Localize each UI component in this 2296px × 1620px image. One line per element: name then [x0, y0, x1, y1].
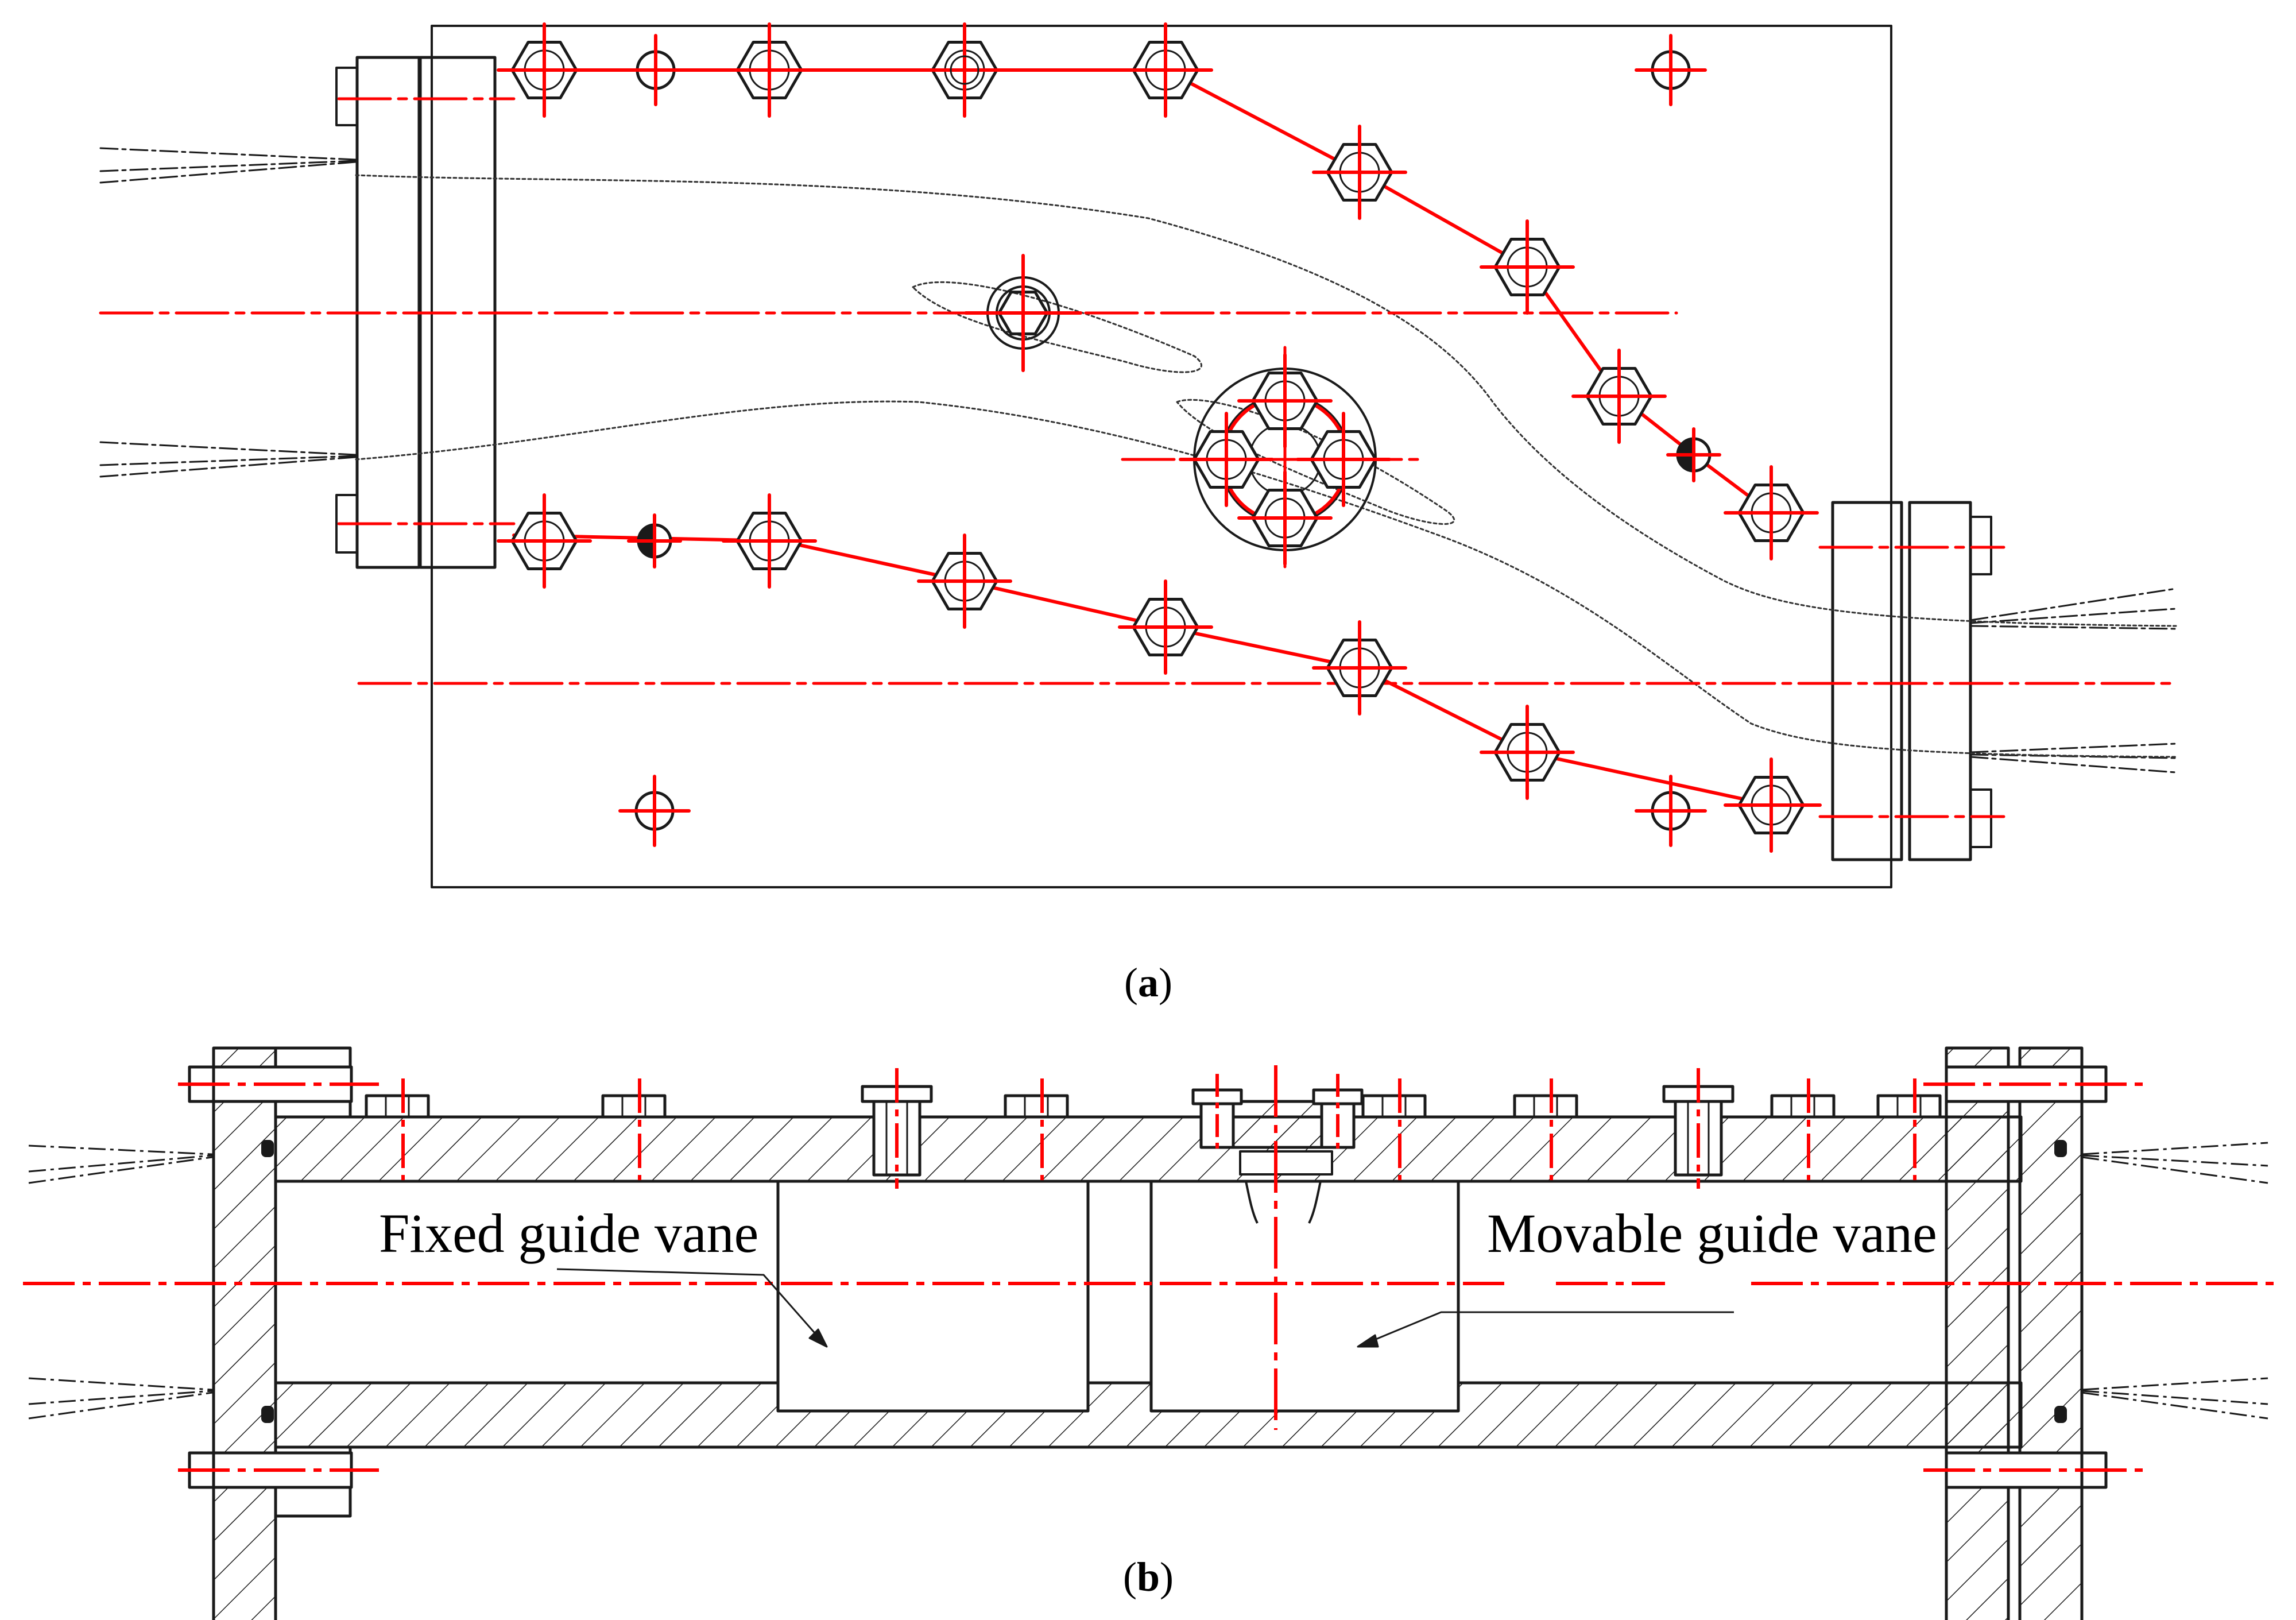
hex-bolt: [917, 22, 1012, 118]
hex-bolt: [1237, 470, 1333, 566]
cap-bolt: [1004, 1078, 1069, 1180]
hex-nut-fixed-vane: [964, 254, 1082, 372]
pipe-lines: [99, 147, 2177, 774]
hex-bolt: [1724, 757, 1819, 853]
pipe-lines-b: [28, 1142, 2268, 1420]
cap-bolt: [1513, 1078, 1578, 1180]
cap-bolt: [1361, 1078, 1427, 1180]
hex-bolt: [1237, 353, 1333, 449]
right-flange-inner: [1831, 501, 1903, 861]
right-flange-outer: [1908, 501, 1972, 861]
left-bolt-head-top: [335, 67, 358, 126]
top-bolt-group: [365, 1068, 1942, 1189]
hex-bolt: [1480, 219, 1575, 315]
cap-bolt: [1876, 1078, 1942, 1180]
cap-screw: [1312, 1074, 1364, 1154]
right-bolt-head-top: [1969, 516, 1992, 575]
cap-bolt: [1770, 1078, 1836, 1180]
dowel-pin: [627, 513, 682, 569]
panel-a-plan-view: [99, 22, 2178, 888]
hex-bolt: [497, 493, 592, 589]
hex-bolt: [1296, 412, 1391, 507]
movable-guide-vane-label: Movable guide vane: [1487, 1203, 1937, 1264]
hex-bolt: [1179, 412, 1274, 507]
hex-bolt: [1118, 579, 1213, 675]
centerlines-b: [23, 1065, 2274, 1472]
cap-bolt: [365, 1078, 430, 1180]
fixed-guide-vane-label: Fixed guide vane: [379, 1203, 758, 1264]
hex-bolt-group: [497, 22, 1819, 853]
top-wall: [274, 1115, 2023, 1183]
bolt-path-lines: [512, 68, 1822, 807]
round-hole: [620, 34, 692, 106]
panel-b-section-view: Fixed guide vane Movable guide vane: [23, 1046, 2274, 1620]
hex-bolt: [917, 533, 1012, 629]
hex-bolt: [1724, 465, 1819, 560]
centerlines-a: [99, 97, 2178, 818]
hex-bolt: [722, 493, 817, 589]
round-hole: [618, 775, 691, 847]
shaft-seat: [1239, 1150, 1333, 1176]
cap-screw: [1191, 1074, 1243, 1154]
dowel-pin: [1666, 427, 1721, 482]
fixed-guide-vane-block: [776, 1180, 1090, 1413]
movable-guide-vane-block: [1149, 1180, 1460, 1413]
right-bolt-head-bottom: [1969, 788, 1992, 848]
round-hole: [1635, 775, 1707, 847]
long-bolt: [861, 1068, 933, 1189]
hex-bolt: [1312, 620, 1407, 716]
hex-bolt: [722, 22, 817, 118]
hex-bolt: [1480, 705, 1575, 800]
cap-bolt: [601, 1078, 667, 1180]
long-bolt: [1662, 1068, 1734, 1189]
caption-a: (a): [1124, 960, 1172, 1006]
o-rings: [261, 1140, 2067, 1423]
leader-lines: [556, 1268, 1734, 1348]
hex-bolt: [1312, 125, 1407, 220]
vane-hub-arcs: [1245, 1181, 1322, 1224]
round-hole: [1635, 34, 1707, 106]
bottom-wall: [274, 1381, 2023, 1449]
hex-bolt: [497, 22, 592, 118]
hex-bolt: [1571, 349, 1667, 444]
main-plate: [431, 25, 1892, 888]
caption-b: (b): [1123, 1554, 1174, 1600]
hex-bolt: [1118, 22, 1213, 118]
round-hole-group: [618, 34, 1721, 847]
